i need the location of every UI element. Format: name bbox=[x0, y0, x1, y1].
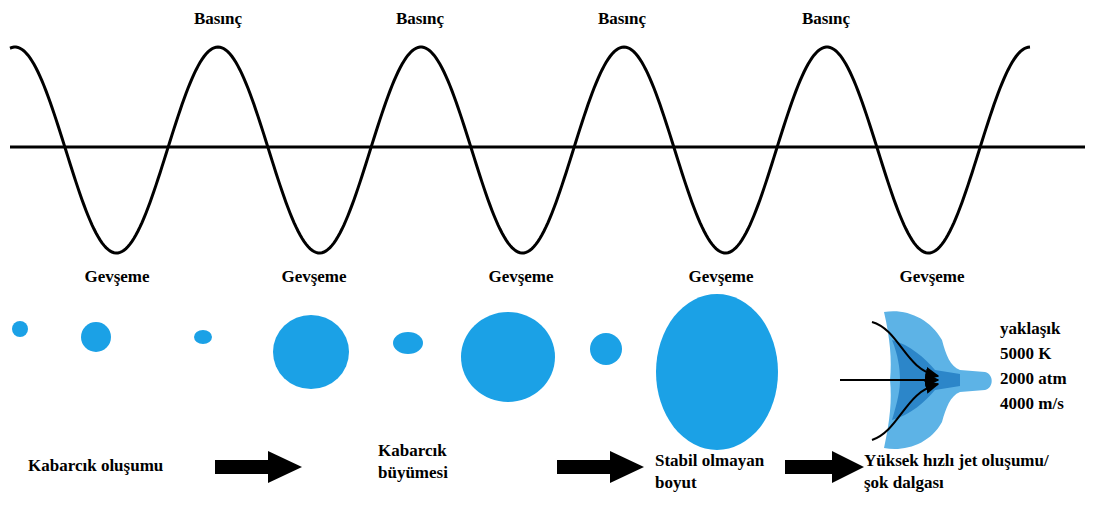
block-arrow bbox=[785, 451, 864, 483]
bubble bbox=[393, 332, 423, 354]
condition-label: yaklaşık bbox=[1000, 318, 1060, 340]
bubble bbox=[81, 322, 111, 352]
condition-label: 2000 atm bbox=[1000, 368, 1067, 390]
rarefaction-label: Gevşeme bbox=[488, 266, 553, 288]
bubble bbox=[194, 330, 212, 344]
rarefaction-label: Gevşeme bbox=[84, 266, 149, 288]
rarefaction-label: Gevşeme bbox=[899, 266, 964, 288]
collapsing-bubble bbox=[840, 311, 992, 449]
pressure-label: Basınç bbox=[802, 8, 850, 30]
block-arrow bbox=[557, 451, 644, 483]
pressure-label: Basınç bbox=[194, 8, 242, 30]
bubble bbox=[656, 294, 778, 450]
rarefaction-label: Gevşeme bbox=[281, 266, 346, 288]
axis-line bbox=[10, 146, 1085, 149]
bubbles bbox=[12, 294, 778, 450]
rarefaction-label: Gevşeme bbox=[688, 266, 753, 288]
jet-arrow bbox=[872, 384, 938, 440]
bubble bbox=[590, 333, 622, 365]
pressure-label: Basınç bbox=[396, 8, 444, 30]
bubble bbox=[461, 312, 555, 402]
pressure-label: Basınç bbox=[598, 8, 646, 30]
condition-label: 5000 K bbox=[1000, 343, 1051, 365]
block-arrow bbox=[215, 451, 302, 483]
pressure-wave bbox=[10, 47, 1030, 253]
stage-label: Stabil olmayan boyut bbox=[655, 450, 780, 494]
stage-label: Yüksek hızlı jet oluşumu/şok dalgası bbox=[864, 450, 1049, 494]
bubble bbox=[12, 321, 28, 337]
condition-label: 4000 m/s bbox=[1000, 393, 1064, 415]
jet-arrow bbox=[872, 322, 938, 376]
jet-arrow bbox=[840, 379, 938, 381]
stage-label: Kabarcık büyümesi bbox=[378, 440, 478, 484]
bubble bbox=[273, 315, 349, 389]
stage-label: Kabarcık oluşumu bbox=[28, 455, 163, 477]
stage-arrows bbox=[215, 451, 864, 483]
